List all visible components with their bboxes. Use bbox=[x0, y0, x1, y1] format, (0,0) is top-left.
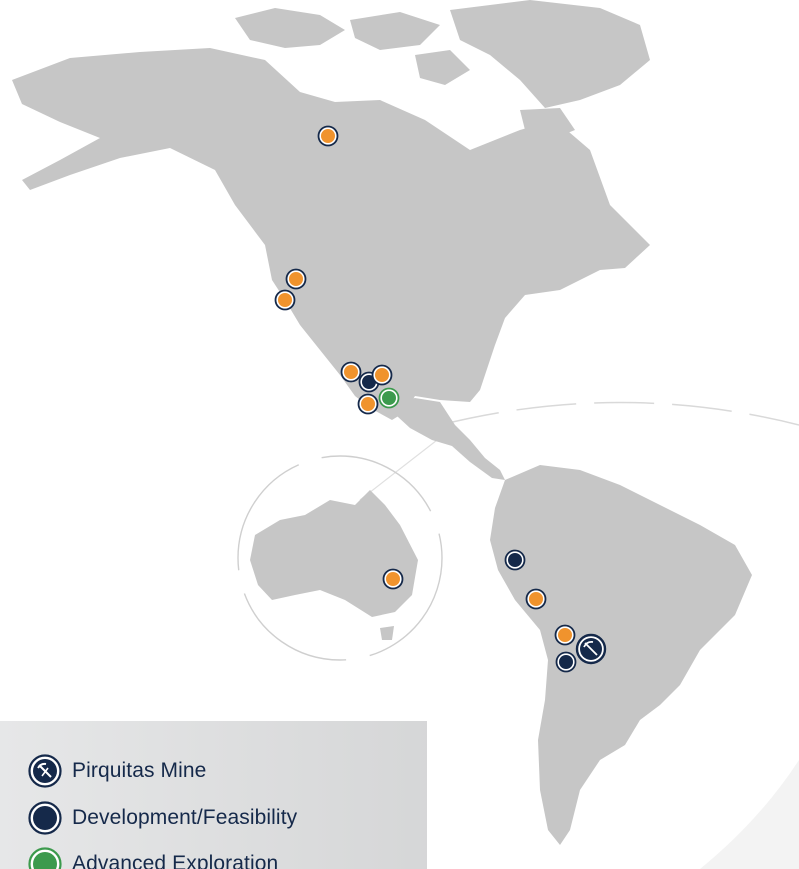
legend-label: Development/Feasibility bbox=[72, 806, 298, 829]
legend-label: Pirquitas Mine bbox=[72, 759, 207, 782]
project-markers bbox=[274, 125, 607, 673]
legend-item-development-feasibility: Development/Feasibility bbox=[28, 801, 297, 835]
marker-mine[interactable] bbox=[575, 633, 607, 665]
marker-advanced-exploration[interactable] bbox=[378, 387, 400, 409]
guide-arc-link bbox=[359, 429, 451, 501]
development-feasibility-icon bbox=[28, 801, 62, 835]
legend-label: Advanced Exploration bbox=[72, 852, 279, 869]
tasmania-landmass bbox=[380, 626, 394, 640]
background-swirl bbox=[700, 760, 799, 869]
guide-arc-outer bbox=[439, 401, 799, 426]
australia-inset-ring bbox=[237, 455, 443, 661]
map-legend: Pirquitas Mine Development/Feasibility A… bbox=[0, 721, 427, 869]
australia-landmass bbox=[250, 490, 418, 617]
marker-exploration[interactable] bbox=[317, 125, 339, 147]
marker-exploration[interactable] bbox=[285, 268, 307, 290]
south-america-landmass bbox=[490, 465, 752, 845]
advanced-exploration-icon bbox=[28, 847, 62, 869]
marker-exploration[interactable] bbox=[340, 361, 362, 383]
marker-exploration[interactable] bbox=[554, 624, 576, 646]
marker-exploration[interactable] bbox=[274, 289, 296, 311]
north-america-landmass bbox=[12, 0, 650, 480]
marker-exploration[interactable] bbox=[357, 393, 379, 415]
legend-item-pirquitas-mine: Pirquitas Mine bbox=[28, 754, 206, 788]
marker-development[interactable] bbox=[555, 651, 577, 673]
pirquitas-mine-icon bbox=[28, 754, 62, 788]
marker-development[interactable] bbox=[504, 549, 526, 571]
marker-exploration[interactable] bbox=[371, 364, 393, 386]
legend-item-advanced-exploration: Advanced Exploration bbox=[28, 847, 278, 869]
marker-exploration[interactable] bbox=[525, 588, 547, 610]
marker-exploration[interactable] bbox=[382, 568, 404, 590]
